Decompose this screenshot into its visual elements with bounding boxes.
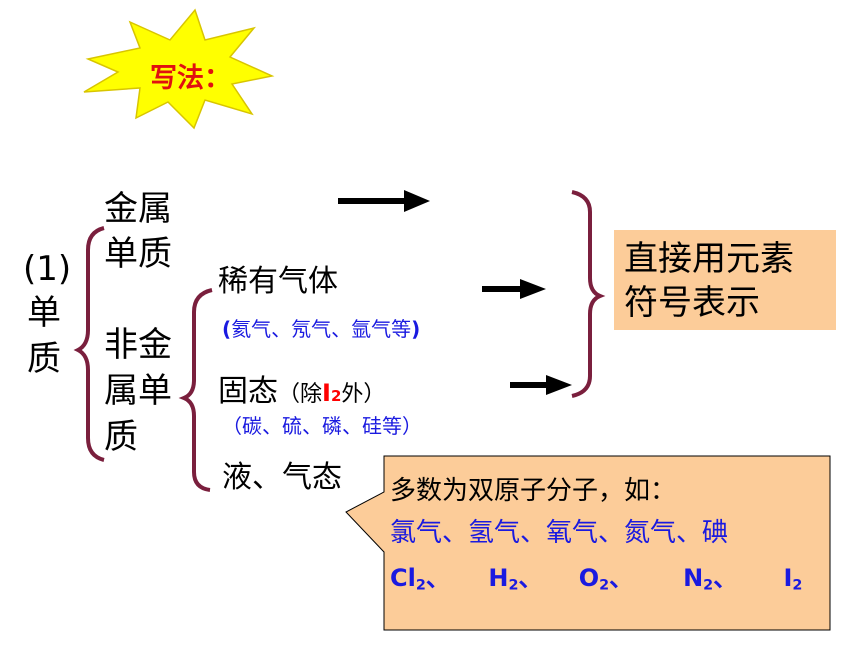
left-char-1: 单: [27, 293, 61, 333]
nonmetal-label-line3: 质: [104, 417, 138, 457]
result-line2: 符号表示: [624, 283, 760, 323]
result-line1: 直接用元素: [624, 239, 794, 279]
nonmetal-label-line2: 属单: [104, 371, 172, 411]
right-brace: [571, 190, 606, 398]
formula-o2: O2、: [578, 564, 634, 594]
callout-formulas: Cl2、 H2、 O2、 N2、 I2: [390, 558, 802, 594]
result-box: [614, 230, 836, 330]
formula-i2: I2: [783, 564, 803, 594]
callout-line1: 多数为双原子分子，如：: [390, 476, 677, 506]
formula-h2: H2、: [488, 564, 543, 594]
rare-gas-title: 稀有气体: [218, 264, 338, 299]
solid-title: 固态（除I2外）: [218, 374, 386, 409]
formula-n2: N2、: [683, 564, 738, 594]
nonmetal-brace: [178, 288, 213, 492]
metal-label-line1: 金属: [104, 189, 172, 229]
liquid-gas-title: 液、气态: [222, 460, 342, 495]
arrow-solid: [510, 375, 572, 395]
callout-line2: 氯气、氢气、氧气、氮气、碘: [390, 518, 729, 548]
callout-box: [345, 455, 831, 631]
starburst-shape: [83, 8, 275, 130]
item-number: (1): [23, 249, 72, 289]
nonmetal-label-line1: 非金: [104, 325, 172, 365]
main-brace: [73, 226, 105, 462]
arrow-rare-gas: [482, 279, 546, 299]
arrow-metal: [338, 190, 430, 212]
solid-examples: （碳、硫、磷、硅等）: [222, 414, 422, 438]
formula-cl2: Cl2、: [390, 564, 450, 594]
starburst-label: 写法：: [150, 63, 231, 94]
metal-label-line2: 单质: [104, 234, 172, 274]
rare-gas-examples: (氦气、氖气、氩气等): [222, 317, 421, 341]
left-char-2: 质: [27, 339, 61, 379]
